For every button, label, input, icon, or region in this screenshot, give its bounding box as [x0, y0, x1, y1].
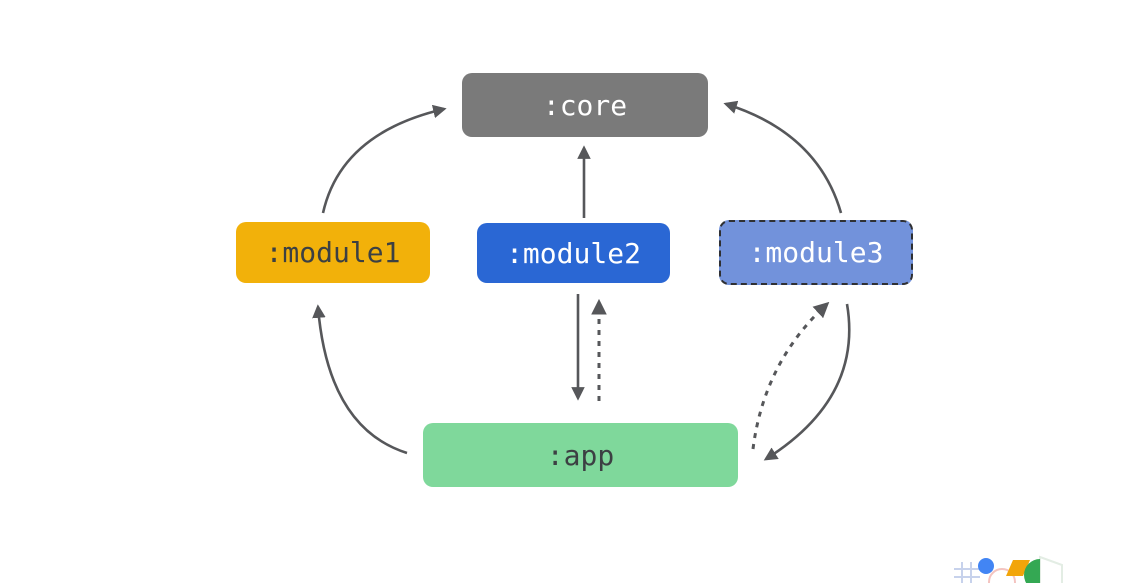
node-module3: :module3 [719, 220, 913, 285]
blue-dot-icon [978, 558, 994, 574]
google-decorative-logo [954, 555, 1063, 583]
node-app-label: :app [546, 438, 615, 472]
node-module1: :module1 [236, 222, 430, 283]
edge-module1-to-core [321, 104, 447, 214]
outline-prism-icon [1039, 555, 1063, 583]
edge-module3-to-core [723, 100, 843, 214]
grid-hash-icon [954, 562, 980, 583]
node-core: :core [462, 73, 708, 137]
node-app: :app [423, 423, 738, 487]
yellow-parallelogram-icon [1006, 560, 1030, 576]
edge-app-to-module3-dashed [751, 301, 830, 450]
node-module2: :module2 [477, 223, 670, 283]
node-core-label: :core [542, 88, 628, 122]
green-half-circle-icon [1024, 559, 1040, 583]
node-module3-label: :module3 [748, 236, 884, 269]
node-module2-label: :module2 [506, 236, 641, 270]
edge-app-to-module1 [312, 304, 408, 455]
node-module1-label: :module1 [265, 236, 401, 269]
pink-ring-icon [988, 568, 1016, 583]
edge-module3-to-app [763, 303, 851, 461]
